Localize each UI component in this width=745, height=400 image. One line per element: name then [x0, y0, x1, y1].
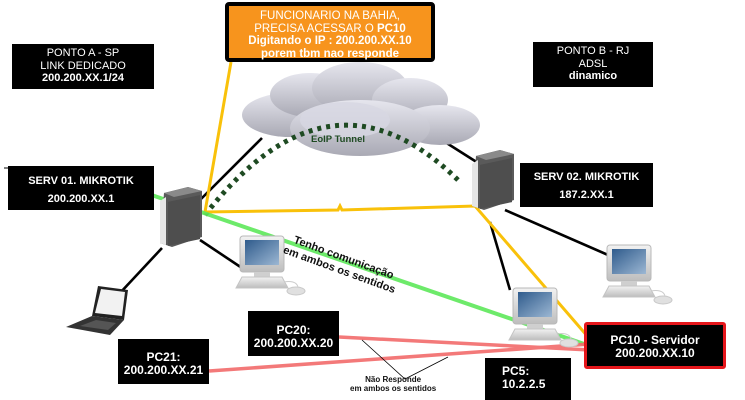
callout-line-1: FUNCIONARIO NA BAHIA,	[260, 10, 400, 22]
site-a-link: LINK DEDICADO	[40, 59, 126, 72]
router-serv01-icon	[160, 187, 202, 247]
pc5-name: PC5:	[502, 364, 530, 378]
network-links	[119, 137, 609, 294]
pc20-name: PC20:	[276, 323, 311, 337]
site-b-name: PONTO B - RJ	[556, 45, 630, 57]
link-serv01-laptop	[119, 247, 163, 294]
site-b-link: ADSL	[578, 57, 608, 70]
pc21-ip: 200.200.XX.21	[123, 362, 204, 377]
callout-line-3: Digitando o IP : 200.200.XX.10	[248, 35, 412, 48]
link-serv01-pc20	[199, 238, 243, 270]
pc20-ip: 200.200.XX.20	[253, 335, 334, 350]
cloud-icon	[242, 62, 480, 156]
site-a-name: PONTO A - SP	[46, 47, 120, 59]
pc21-name: PC21:	[146, 350, 181, 364]
laptop-icon	[66, 286, 128, 335]
pc21-label: PC21: 200.200.XX.21	[118, 339, 209, 384]
serv01-name: SERV 01. MIKROTIK	[28, 175, 134, 187]
link-serv02-pc5	[488, 221, 512, 291]
no-response-pointer	[361, 339, 449, 380]
pc5-ip: 10.2.2.5	[502, 376, 546, 391]
callout-line-2-prefix: PRECISA ACESSAR O	[254, 22, 377, 35]
callout-line-2-bold: PC10	[376, 22, 406, 35]
site-b-label: PONTO B - RJ ADSL dinamico	[533, 42, 653, 87]
router-serv02-icon	[472, 150, 514, 210]
site-b-address: dinamico	[568, 70, 618, 83]
site-a-network: 200.200.XX.1/24	[42, 72, 124, 85]
callout-funcionario: FUNCIONARIO NA BAHIA, PRECISA ACESSAR O …	[225, 2, 435, 62]
no-response-annotation: Não Responde em ambos os sentidos	[350, 375, 436, 393]
pc10-name: PC10 - Servidor	[610, 333, 700, 347]
serv01-ip: 200.200.XX.1	[47, 192, 115, 205]
callout-line-2: PRECISA ACESSAR O PC10	[229, 23, 431, 36]
eoip-tunnel-label: EoIP Tunnel	[311, 134, 366, 145]
pc10-ip: 200.200.XX.10	[615, 345, 695, 360]
serv02-ip: 187.2.XX.1	[559, 188, 614, 201]
pc10-label: PC10 - Servidor 200.200.XX.10	[584, 322, 726, 369]
pc5-label: PC5: 10.2.2.5	[485, 358, 571, 400]
site-a-label: PONTO A - SP LINK DEDICADO 200.200.XX.1/…	[12, 44, 154, 89]
no-response-line-1: Não Responde	[365, 375, 422, 384]
callout-line-4: porem tbm nao responde	[260, 47, 400, 60]
pc20-label: PC20: 200.200.XX.20	[248, 311, 339, 356]
pc-serv02-icon	[602, 244, 673, 305]
no-response-lines	[208, 335, 591, 373]
serv02-name: SERV 02. MIKROTIK	[533, 171, 640, 183]
serv01-label: SERV 01. MIKROTIK 200.200.XX.1	[8, 166, 154, 210]
no-response-line-2: em ambos os sentidos	[350, 384, 437, 394]
serv02-label: SERV 02. MIKROTIK 187.2.XX.1	[520, 163, 653, 207]
link-serv02-pc	[504, 208, 609, 257]
